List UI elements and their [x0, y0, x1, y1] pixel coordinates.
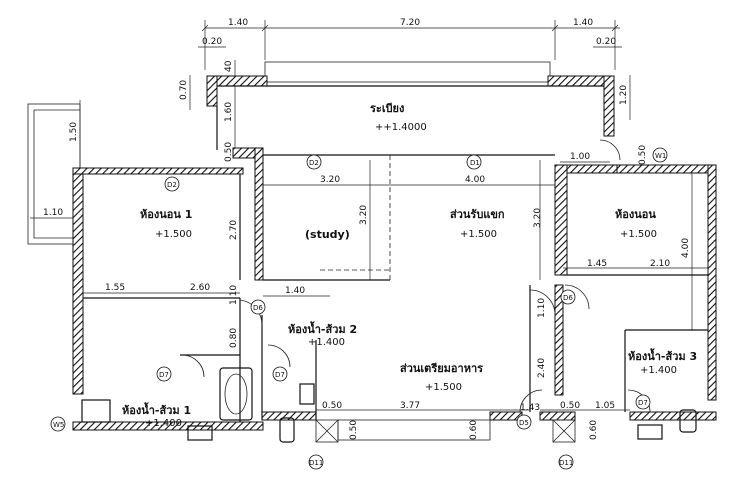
dim-160: 1.60 [224, 102, 234, 122]
sink-bath2 [299, 383, 315, 405]
bath2-level: +1.400 [308, 337, 345, 348]
kitchen-label: ส่วนเตรียมอาหาร [400, 362, 483, 375]
dim-b-060b: 0.60 [589, 420, 599, 440]
tag-d5: D5 [519, 419, 529, 427]
sink-bath3 [637, 424, 663, 440]
tag-d7-bath1: D7 [159, 371, 169, 379]
fixtures [81, 367, 697, 443]
dim-b-105: 1.05 [595, 401, 615, 411]
dim-study-w: 3.20 [320, 175, 340, 185]
dim-study-h2: 2.70 [229, 220, 239, 240]
dim-right-100: 1.00 [570, 152, 590, 162]
right-dimensions: 1.20 0.50 1.00 4.00 [560, 75, 693, 330]
dim-b-050: 0.50 [322, 401, 342, 411]
dim-mid-080: 0.80 [229, 328, 239, 348]
sink-bath1 [187, 425, 213, 441]
balcony-label: ระเบียง [370, 102, 404, 115]
bedroom2-label: ห้องนอน [615, 208, 656, 221]
tag-d2-study: D2 [309, 159, 319, 167]
dim-top-sub-left: 0.20 [202, 37, 222, 47]
dim-mid-110: 1.10 [229, 285, 239, 305]
bath3-level: +1.400 [640, 365, 677, 376]
kitchen-level: +1.500 [425, 382, 462, 393]
dim-living-h: 3.20 [533, 208, 543, 228]
toilet-bath3 [679, 409, 697, 433]
dim-bed1-w2: 2.60 [190, 283, 210, 293]
left-dimensions: 0.70 40 1.60 0.50 1.50 1.10 [30, 60, 236, 219]
tag-d7-bath2: D7 [275, 371, 285, 379]
dim-mid-110b: 1.10 [537, 298, 547, 318]
dim-050: 0.50 [224, 142, 234, 162]
outer-walls [72, 147, 717, 431]
tag-d7-bath3: D7 [638, 399, 648, 407]
toilet-bath1 [81, 399, 111, 423]
bath3-label: ห้องน้ำ-ส้วม 3 [628, 348, 697, 363]
dim-top-left: 1.40 [228, 18, 248, 28]
interior-dimensions: 3.20 4.00 3.20 2.70 3.20 1.45 2.10 1.55 … [105, 175, 670, 440]
dim-070: 0.70 [179, 80, 189, 100]
toilet-bath2 [279, 417, 295, 443]
shaft-right [552, 419, 576, 443]
study-label: (study) [305, 228, 350, 241]
bath2-label: ห้องน้ำ-ส้วม 2 [288, 321, 357, 336]
room-labels: ห้องนอน 1 +1.500 (study) ส่วนรับแขก +1.5… [122, 208, 697, 429]
tag-w1: W1 [655, 152, 666, 160]
dim-150: 1.50 [69, 122, 79, 142]
dim-bed2-w2: 2.10 [650, 259, 670, 269]
door-tags: D2 D1 D2 W1 D6 D6 D7 D7 D7 D5 W5 D11 D11 [50, 147, 668, 470]
tag-d6-right: D6 [563, 294, 573, 302]
top-dimension-chain: 1.40 7.20 1.40 0.20 0.20 [198, 18, 622, 70]
interior-lines [83, 154, 708, 422]
dim-120: 1.20 [619, 85, 629, 105]
dim-right-050: 0.50 [638, 145, 648, 165]
tag-d6-left: D6 [253, 304, 263, 312]
tag-d11-right: D11 [559, 459, 573, 467]
dim-b-050c: 0.50 [349, 420, 359, 440]
tag-d11-left: D11 [309, 459, 323, 467]
dim-top-mid: 7.20 [400, 18, 420, 28]
living-level: +1.500 [460, 229, 497, 240]
dim-mid-140: 1.40 [285, 286, 305, 296]
bath1-level: +1.400 [145, 418, 182, 429]
tag-d1: D1 [470, 159, 480, 167]
bath1-label: ห้องน้ำ-ส้วม 1 [122, 402, 191, 417]
dim-study-h: 3.20 [359, 205, 369, 225]
dim-b-050b: 0.50 [560, 401, 580, 411]
bathtub [219, 367, 253, 421]
balcony: ระเบียง ++1.4000 [27, 61, 615, 245]
living-label: ส่วนรับแขก [450, 208, 505, 221]
bedroom1-level: +1.500 [155, 229, 192, 240]
tag-d2-bed1: D2 [167, 181, 177, 189]
dim-110-left: 1.10 [43, 208, 63, 218]
dim-living-w: 4.00 [465, 175, 485, 185]
dim-bed1-w1: 1.55 [105, 283, 125, 293]
bedroom2-level: +1.500 [620, 229, 657, 240]
dim-bed2-h: 4.00 [681, 238, 691, 258]
dim-bed2-w1: 1.45 [587, 259, 607, 269]
dim-k-240: 2.40 [537, 358, 547, 378]
dim-top-sub-right: 0.20 [596, 37, 616, 47]
balcony-level: ++1.4000 [375, 122, 427, 133]
dim-b-377: 3.77 [400, 401, 420, 411]
tag-w5: W5 [53, 421, 64, 429]
dim-top-right: 1.40 [573, 18, 593, 28]
bedroom1-label: ห้องนอน 1 [140, 208, 192, 221]
dim-b-060: 0.60 [469, 420, 479, 440]
dim-040: 40 [224, 60, 234, 72]
dim-b-143: 1.43 [520, 403, 540, 413]
